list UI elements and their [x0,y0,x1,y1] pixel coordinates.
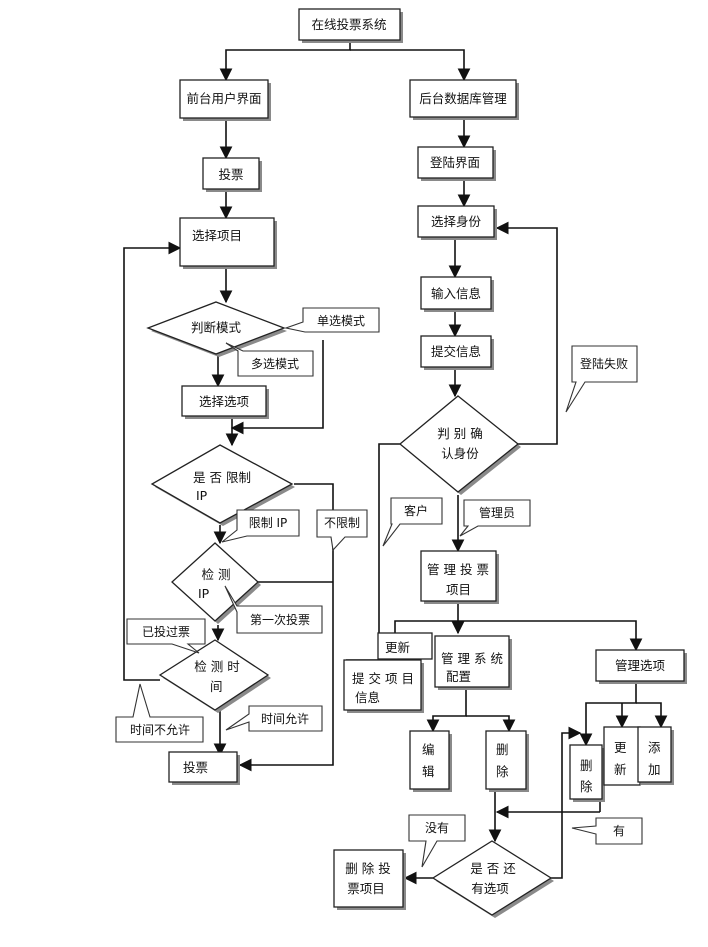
svg-text:删 除 投: 删 除 投 [345,861,390,876]
node-manage-vote: 管 理 投 票 项目 [420,550,499,604]
svg-text:添: 添 [648,740,661,755]
svg-text:编: 编 [422,742,435,757]
callout-time-allowed: 时间允许 [225,705,323,732]
svg-text:是 否 限制: 是 否 限制 [193,470,251,485]
node-vote-end: 投票 [168,751,240,785]
node-opt-add: 添 加 [637,726,674,785]
node-submit-info: 提交信息 [420,335,494,370]
svg-text:票项目: 票项目 [347,881,385,896]
node-vote-btn: 投票 [202,157,262,192]
svg-text:投票: 投票 [183,760,208,775]
svg-text:IP: IP [198,586,210,601]
callout-time-not-allowed: 时间不允许 [115,683,204,743]
node-limit-ip: 是 否 限制 IP [150,444,295,526]
node-opt-delete: 删 除 [569,744,605,802]
callout-first-vote: 第一次投票 [224,585,323,634]
node-submit-item: 提 交 项 目 信息 [343,659,424,713]
svg-text:加: 加 [648,762,661,777]
svg-text:有选项: 有选项 [471,881,509,896]
node-check-ip: 检 测 IP [171,542,261,624]
callout-already-voted: 已投过票 [126,618,206,654]
svg-text:间: 间 [210,679,223,694]
node-opt-update: 更 新 [603,726,641,786]
svg-text:判断模式: 判断模式 [191,320,242,335]
node-login-ui: 登陆界面 [417,146,496,181]
svg-text:更: 更 [614,740,627,755]
callout-no-limit: 不限制 [316,509,368,552]
svg-text:删: 删 [496,742,509,757]
node-judge-mode: 判断模式 [146,301,287,357]
callout-single-mode: 单选模式 [283,307,380,333]
node-input-info: 输入信息 [420,276,494,312]
svg-text:管理选项: 管理选项 [615,658,665,673]
callout-limit-ip: 限制 IP [221,509,300,543]
svg-text:是 否 还: 是 否 还 [470,861,516,876]
svg-text:信息: 信息 [355,690,380,705]
svg-text:限制 IP: 限制 IP [249,516,288,530]
callout-customer: 客户 [382,497,443,547]
node-delete-project: 删 除 投 票项目 [333,849,406,910]
svg-text:辑: 辑 [422,764,435,779]
svg-text:有: 有 [613,824,625,838]
callout-no: 没有 [408,814,466,868]
svg-text:管理员: 管理员 [479,505,515,520]
svg-text:前台用户界面: 前台用户界面 [186,91,261,106]
node-update-top: 更新 [377,632,433,660]
svg-text:IP: IP [196,488,208,503]
svg-text:除: 除 [580,779,593,794]
svg-text:输入信息: 输入信息 [431,286,481,301]
node-delete: 删 除 [485,730,529,792]
node-select-option: 选择选项 [181,385,269,419]
node-judge-identity: 判 别 确 认身份 [398,395,521,495]
svg-text:客户: 客户 [404,503,428,518]
node-back-db: 后台数据库管理 [409,79,519,120]
node-select-item: 选择项目 [179,217,277,269]
svg-text:后台数据库管理: 后台数据库管理 [419,91,507,106]
svg-text:登陆界面: 登陆界面 [430,155,480,170]
callout-yes: 有 [571,817,643,845]
svg-text:多选模式: 多选模式 [251,357,299,371]
svg-text:检 测: 检 测 [202,567,231,582]
node-edit: 编 辑 [409,730,452,792]
svg-text:第一次投票: 第一次投票 [250,612,310,627]
svg-text:除: 除 [496,764,509,779]
node-manage-sys: 管 理 系 统 配置 [434,635,512,690]
callout-multi-mode: 多选模式 [225,342,314,377]
svg-text:提 交 项 目: 提 交 项 目 [352,671,414,686]
node-manage-option: 管理选项 [595,649,687,684]
svg-text:不限制: 不限制 [324,516,360,530]
svg-text:管 理 投 票: 管 理 投 票 [427,562,489,577]
svg-text:已投过票: 已投过票 [142,624,190,639]
svg-text:更新: 更新 [385,640,410,655]
svg-text:管 理 系 统: 管 理 系 统 [441,651,503,666]
svg-text:选择项目: 选择项目 [192,228,242,243]
svg-text:配置: 配置 [446,669,471,684]
svg-text:在线投票系统: 在线投票系统 [311,17,386,32]
svg-text:没有: 没有 [425,820,449,835]
callout-login-fail: 登陆失败 [565,345,638,413]
node-front-ui: 前台用户界面 [179,79,271,121]
svg-text:选择选项: 选择选项 [199,394,249,409]
svg-text:项目: 项目 [446,582,471,597]
svg-text:时间允许: 时间允许 [261,711,309,726]
svg-text:新: 新 [614,762,627,777]
node-select-identity: 选择身份 [417,205,497,240]
svg-text:单选模式: 单选模式 [317,314,365,328]
svg-text:删: 删 [580,758,593,773]
svg-text:选择身份: 选择身份 [431,214,482,229]
svg-text:检 测 时: 检 测 时 [194,659,240,674]
node-system: 在线投票系统 [298,8,403,43]
node-has-option: 是 否 还 有选项 [431,840,554,918]
svg-text:投票: 投票 [218,167,243,182]
svg-text:提交信息: 提交信息 [431,344,481,359]
svg-text:时间不允许: 时间不允许 [130,722,190,737]
callout-admin: 管理员 [459,499,531,537]
node-check-time: 检 测 时 间 [158,639,271,713]
svg-text:判 别 确: 判 别 确 [437,426,482,441]
svg-text:登陆失败: 登陆失败 [580,356,628,371]
svg-text:认身份: 认身份 [441,446,479,461]
